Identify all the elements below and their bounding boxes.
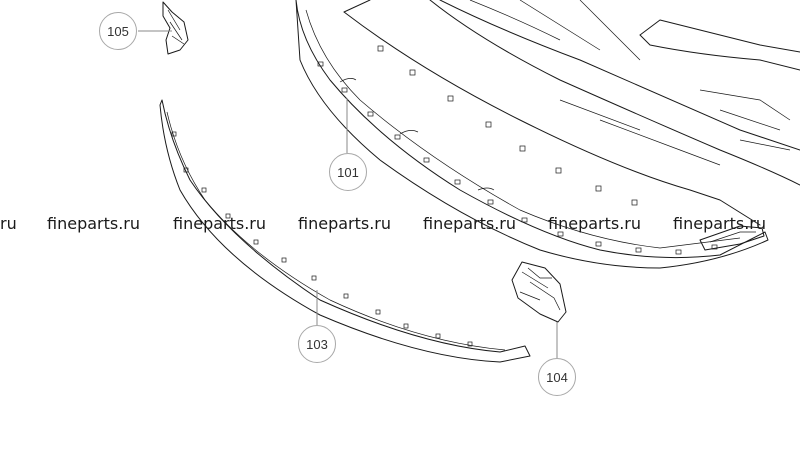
callout-104[interactable]: 104	[538, 358, 576, 396]
part-101-end-cap	[699, 225, 765, 251]
watermark-text: fineparts.ru	[423, 214, 517, 233]
watermark-text: fineparts.ru	[548, 214, 642, 233]
callout-103[interactable]: 103	[298, 325, 336, 363]
callout-105[interactable]: 105	[99, 12, 137, 50]
watermark-text: fineparts.ru	[298, 214, 392, 233]
watermark-text: fineparts.ru	[47, 214, 141, 233]
callout-101[interactable]: 101	[329, 153, 367, 191]
watermark-row: ru fineparts.ru fineparts.ru fineparts.r…	[0, 214, 800, 236]
watermark-clipped: ru	[0, 214, 17, 233]
part-104-bracket	[511, 261, 567, 323]
watermark-text: fineparts.ru	[673, 214, 767, 233]
part-101-bumper-panel	[295, 0, 800, 269]
part-103-molding-strip	[159, 99, 531, 363]
watermark-text: fineparts.ru	[173, 214, 267, 233]
part-105-bracket	[162, 1, 189, 55]
